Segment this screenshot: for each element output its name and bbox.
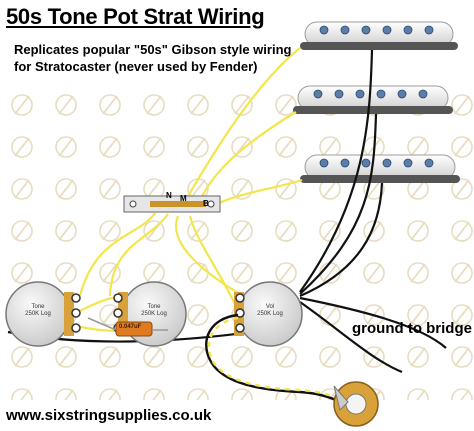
pot-3-value: 250K Log [257, 311, 283, 317]
subtitle-line-2: for Stratocaster (never used by Fender) [14, 59, 258, 74]
capacitor [87, 317, 168, 337]
pot-2-value: 250K Log [141, 311, 167, 317]
pot-3-label: Vol 250K Log [250, 304, 290, 318]
volume-pot [234, 281, 303, 347]
neck-pickup [300, 21, 458, 50]
pot-1-value: 250K Log [25, 311, 51, 317]
capacitor-label: 0.047uF [119, 324, 142, 330]
switch-label-n: N [166, 191, 172, 200]
pot-1-type: Tone [31, 304, 45, 310]
pot-2-type: Tone [147, 304, 161, 310]
middle-pickup [293, 85, 453, 114]
ground-label: ground to bridge [352, 320, 472, 337]
switch-label-b: B [203, 199, 209, 208]
watermark-pattern [0, 80, 474, 400]
switch-label-m: M [180, 194, 187, 203]
output-jack [333, 381, 379, 427]
page-title: 50s Tone Pot Strat Wiring [6, 4, 265, 29]
pot-2-label: Tone 250K Log [134, 304, 174, 318]
output-twisted-wire [205, 313, 341, 404]
pot-1-label: Tone 250K Log [18, 304, 58, 318]
bridge-pickup [300, 154, 460, 183]
website-url: www.sixstringsupplies.co.uk [6, 407, 212, 424]
pot-3-type: Vol [265, 304, 275, 310]
pickup-selector-switch [123, 195, 221, 213]
subtitle-line-1: Replicates popular "50s" Gibson style wi… [14, 42, 292, 57]
tone-pot-1 [5, 281, 81, 347]
pickup-ground-wires [299, 49, 447, 374]
